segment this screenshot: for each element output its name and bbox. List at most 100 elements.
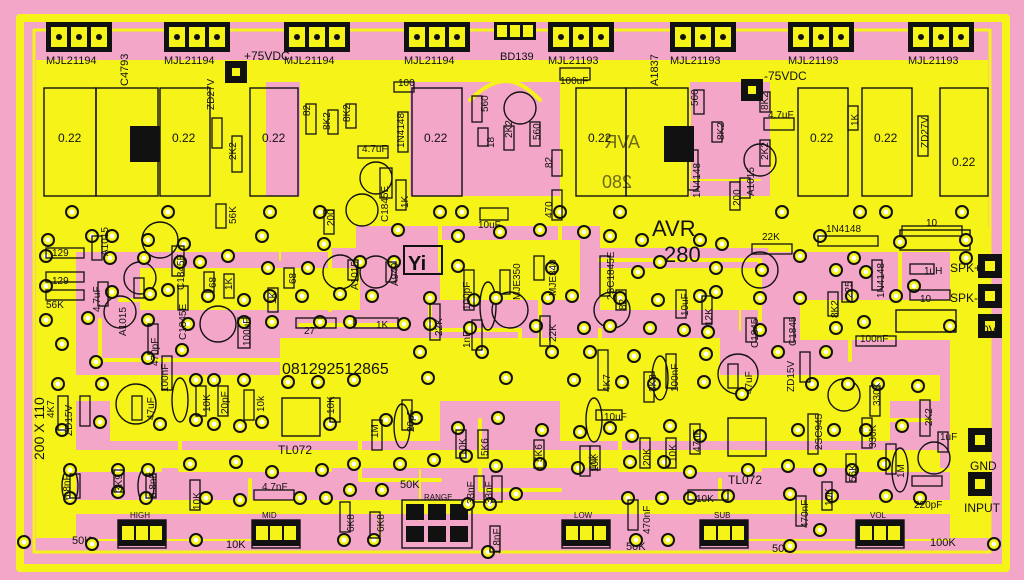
component-label: 10 (926, 218, 938, 229)
component-label: 1N4148 (692, 163, 703, 198)
pad-hole (657, 259, 663, 265)
pad-hole (225, 253, 231, 259)
component-body (471, 319, 483, 351)
pin-hole (558, 34, 564, 40)
supply-inner (232, 68, 240, 76)
pad-hole (607, 323, 613, 329)
component-body (393, 81, 415, 93)
pad-hole (55, 381, 61, 387)
component-label: 8K2 (322, 112, 333, 130)
component-body (627, 499, 639, 531)
pad-hole (193, 537, 199, 543)
pin-hole (938, 34, 944, 40)
component-label: 47nF (692, 429, 703, 452)
component-body (701, 295, 713, 325)
supply-inner (748, 86, 756, 94)
pad-hole (321, 241, 327, 247)
pin-hole (174, 34, 180, 40)
component-body (177, 285, 189, 311)
pad-hole (479, 349, 485, 355)
component-label: 10uF (478, 220, 501, 231)
component-label: 100nF (860, 334, 888, 345)
pad-hole (267, 209, 273, 215)
component-body (69, 473, 81, 499)
component-label: 20pF (406, 409, 417, 432)
pot-pin (874, 526, 886, 540)
pot-pin (284, 526, 296, 540)
pad-hole (911, 283, 917, 289)
component-body (503, 125, 515, 151)
component-body (687, 489, 729, 501)
pad-hole (315, 379, 321, 385)
pad-hole (379, 487, 385, 493)
pin-hole (294, 34, 300, 40)
component-label: 470pF (150, 338, 161, 366)
pad-hole (823, 349, 829, 355)
pad-hole (787, 543, 793, 549)
pad-hole (569, 293, 575, 299)
component-body (477, 127, 489, 147)
component-label: 2SC945 (814, 413, 825, 450)
pad-hole (437, 209, 443, 215)
component-label: 100pF (462, 282, 473, 310)
pad-hole (383, 417, 389, 423)
component-body (711, 121, 723, 143)
component-body (599, 255, 611, 297)
pad-hole (371, 537, 377, 543)
component-label: 10uF (680, 293, 691, 316)
pad-hole (99, 381, 105, 387)
pad-hole (639, 237, 645, 243)
component-body (471, 95, 483, 123)
component-body (643, 371, 655, 403)
pad-hole (347, 319, 353, 325)
pad-hole (631, 353, 637, 359)
component-body (295, 317, 337, 329)
emitter-resistor-label: 0.22 (262, 131, 286, 145)
pad-hole (203, 495, 209, 501)
pot-pin (594, 526, 606, 540)
pad-hole (285, 379, 291, 385)
component-body (845, 453, 857, 483)
pin-hole (918, 34, 924, 40)
component-body (79, 395, 91, 427)
component-label: 10K (202, 394, 213, 412)
component-body (595, 409, 623, 421)
component-body (215, 203, 227, 229)
component-label: 129 (52, 276, 69, 287)
pad-hole (619, 379, 625, 385)
component-body (491, 475, 503, 503)
pad-hole (69, 209, 75, 215)
pad-hole (587, 349, 593, 355)
header-pin (510, 25, 520, 37)
pin-hole (414, 34, 420, 40)
component-label: 200 (732, 189, 743, 206)
component-body (145, 473, 157, 499)
terminal-inner (985, 291, 995, 301)
component-body (161, 355, 173, 391)
component-label: 200 (326, 209, 337, 226)
pad-hole (849, 467, 855, 473)
pad-hole (629, 433, 635, 439)
pad-hole (745, 467, 751, 473)
pad-hole (305, 265, 311, 271)
component-label: 1N4148 (396, 113, 407, 148)
component-label: 1M (370, 424, 381, 438)
pad-hole (45, 237, 51, 243)
pad-hole (347, 487, 353, 493)
pad-hole (85, 315, 91, 321)
board-size: 200 X 110 (31, 397, 47, 460)
component-body (763, 117, 795, 131)
pot-pin (566, 526, 578, 540)
pad-hole (397, 461, 403, 467)
pin-hole (214, 34, 220, 40)
pad-hole (797, 295, 803, 301)
pad-hole (299, 293, 305, 299)
component-label: 3K3 (648, 374, 659, 392)
component-label: MJE350 (512, 263, 523, 300)
pad-hole (963, 237, 969, 243)
component-body (385, 261, 397, 283)
pad-hole (633, 537, 639, 543)
pad-hole (211, 421, 217, 427)
pad-hole (495, 415, 501, 421)
component-label: 100uF (560, 76, 588, 87)
